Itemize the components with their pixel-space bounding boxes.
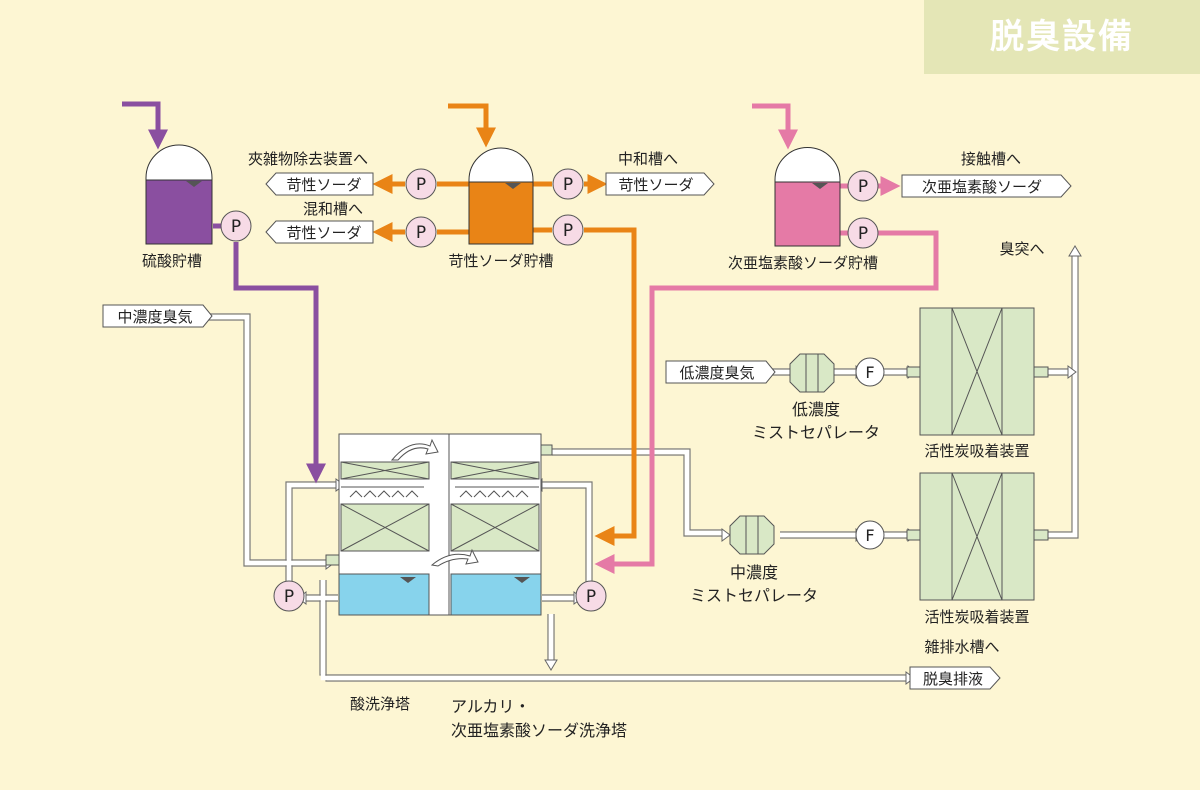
pump-icon: P	[847, 170, 879, 202]
pump-icon: P	[273, 580, 305, 612]
title-banner: 脱臭設備	[924, 0, 1200, 74]
svg-text:F: F	[865, 526, 874, 545]
pump-icon: P	[220, 210, 252, 242]
pump-icon: P	[552, 214, 584, 246]
drain-pipe	[319, 580, 906, 676]
stack-label: 臭突へ	[999, 240, 1044, 258]
caustic-tag-1: 苛性ソーダ	[265, 172, 374, 196]
pump-icon: P	[847, 217, 879, 249]
svg-text:脱臭排液: 脱臭排液	[923, 670, 983, 688]
adsorber-label: 活性炭吸着装置	[924, 442, 1029, 460]
gas-flow-arrows	[390, 438, 479, 567]
pump-icon: P	[552, 168, 584, 200]
dest-label: 接触槽へ	[961, 150, 1021, 168]
adsorber-label: 活性炭吸着装置	[924, 608, 1029, 626]
svg-text:P: P	[284, 587, 294, 607]
svg-text:苛性ソーダ: 苛性ソーダ	[286, 224, 361, 242]
pump-icon: P	[575, 580, 607, 612]
caustic-soda-pipes	[372, 103, 637, 546]
dest-label: 混和槽へ	[303, 200, 363, 218]
svg-text:苛性ソーダ: 苛性ソーダ	[286, 176, 361, 194]
medium-separator-label: 中濃度	[730, 563, 778, 582]
drain-tag: 脱臭排液	[909, 666, 1001, 690]
low-separator-label: ミストセパレータ	[752, 423, 880, 442]
svg-text:P: P	[563, 221, 573, 241]
medium-odor-tag: 中濃度臭気	[102, 304, 213, 328]
medium-separator-label: ミストセパレータ	[690, 586, 818, 605]
pump-icon: P	[405, 216, 437, 248]
svg-text:次亜塩素酸ソーダ: 次亜塩素酸ソーダ	[922, 178, 1042, 196]
hypochlorite-pipes	[594, 103, 939, 574]
caustic-tag-2: 苛性ソーダ	[265, 220, 374, 244]
alkali-recirculation-pipe	[542, 481, 593, 582]
low-mist-separator	[789, 353, 835, 393]
drain-dest-label: 雑排水槽へ	[924, 638, 999, 656]
svg-text:P: P	[416, 223, 426, 243]
svg-text:低濃度臭気: 低濃度臭気	[679, 364, 754, 382]
tower-outlet-pipe	[552, 448, 722, 531]
caustic-tank-label: 苛性ソーダ貯槽	[448, 252, 553, 270]
acid-tower-label: 酸洗浄塔	[350, 695, 410, 713]
svg-text:P: P	[586, 587, 596, 607]
svg-text:P: P	[858, 224, 868, 244]
medium-odor-pipe	[200, 313, 326, 561]
pump-icon: P	[405, 168, 437, 200]
low-separator-label: 低濃度	[792, 400, 840, 419]
svg-text:P: P	[563, 175, 573, 195]
alkali-wash-tower	[448, 433, 553, 616]
hypochlorite-tank	[774, 147, 841, 247]
svg-text:P: P	[231, 217, 241, 237]
adsorber-1	[906, 307, 1049, 436]
caustic-tank	[468, 147, 534, 245]
sulfuric-tank-label: 硫酸貯槽	[142, 252, 202, 270]
hypochlorite-tank-label: 次亜塩素酸ソーダ貯槽	[728, 254, 878, 272]
svg-text:P: P	[416, 175, 426, 195]
fan-icon: F	[855, 357, 885, 387]
sulfuric-tank	[145, 144, 213, 245]
svg-text:F: F	[865, 363, 874, 382]
low-odor-tag: 低濃度臭気	[665, 360, 776, 384]
alkali-tower-label: アルカリ・	[451, 697, 530, 716]
caustic-tag-3: 苛性ソーダ	[605, 172, 715, 196]
acid-wash-tower	[325, 433, 450, 616]
dest-label: 夾雑物除去装置へ	[248, 150, 368, 168]
svg-text:P: P	[858, 177, 868, 197]
svg-text:中濃度臭気: 中濃度臭気	[117, 308, 192, 326]
hypochlorite-tag: 次亜塩素酸ソーダ	[901, 174, 1072, 198]
dest-label: 中和槽へ	[618, 150, 678, 168]
adsorber-2	[906, 472, 1049, 601]
fan-icon: F	[855, 520, 885, 550]
medium-mist-separator	[729, 515, 775, 555]
svg-text:苛性ソーダ: 苛性ソーダ	[618, 176, 693, 194]
page-title: 脱臭設備	[990, 17, 1134, 57]
alkali-tower-label: 次亜塩素酸ソーダ洗浄塔	[451, 721, 627, 740]
